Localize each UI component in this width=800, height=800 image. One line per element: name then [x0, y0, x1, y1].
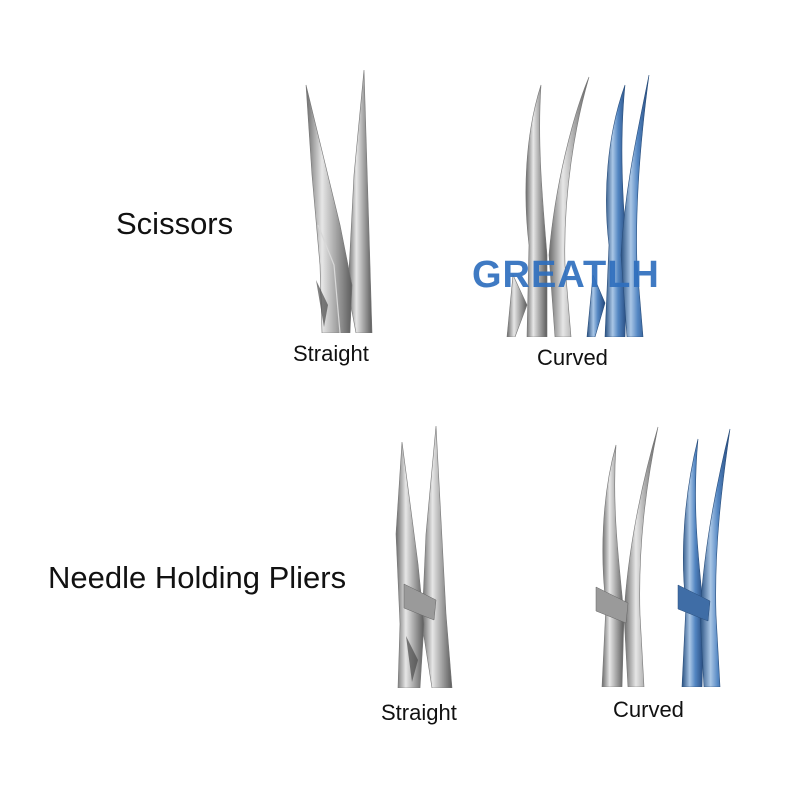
needle-holding-pliers-title: Needle Holding Pliers: [48, 560, 347, 595]
pliers-straight-image: [382, 424, 458, 688]
scissors-straight-caption: Straight: [293, 341, 369, 366]
pliers-curved-image: [582, 425, 732, 687]
scissors-title: Scissors: [116, 206, 234, 241]
pliers-straight-caption: Straight: [381, 700, 457, 725]
brand-watermark: GREATLH: [472, 254, 660, 296]
scissors-curved-caption: Curved: [537, 345, 608, 370]
scissors-curved-image: [503, 75, 651, 337]
pliers-curved-caption: Curved: [613, 697, 684, 722]
scissors-straight-image: [300, 65, 375, 333]
